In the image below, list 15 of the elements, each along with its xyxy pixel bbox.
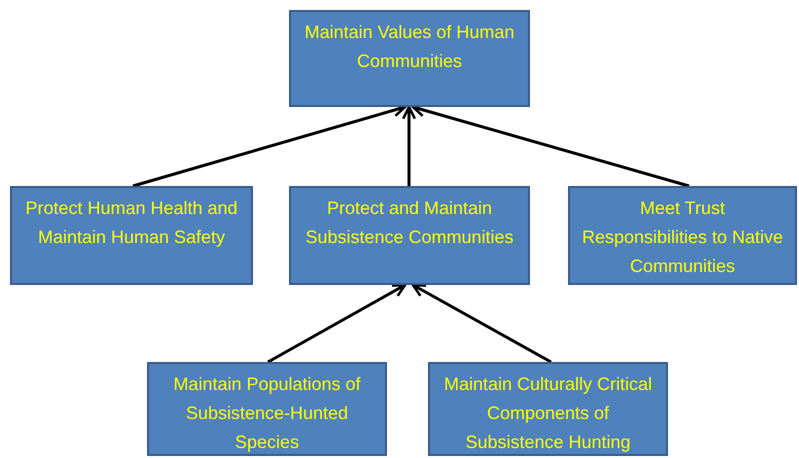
arrow [412,284,552,364]
arrow [402,106,416,186]
goal-text: Protect and Maintain Subsistence Communities [304,197,515,249]
goal-box [10,186,253,285]
arrow [267,284,406,364]
goal-box [428,362,668,456]
goal-box [568,186,797,285]
goal-text: Maintain Culturally Critical Components of Subsistence Hunting [442,373,654,454]
goal-text: Maintain Values of Human Communities [304,21,516,73]
goal-box [289,186,530,285]
goal-text: Maintain Populations of Subsistence-Hunted Species [172,373,362,454]
goal-box [147,362,387,456]
goal-text: Protect Human Health and Maintain Human Safety [24,197,239,249]
goal-text: Meet Trust Responsibilities to Native Communities [580,197,784,278]
goal-box [289,10,530,107]
